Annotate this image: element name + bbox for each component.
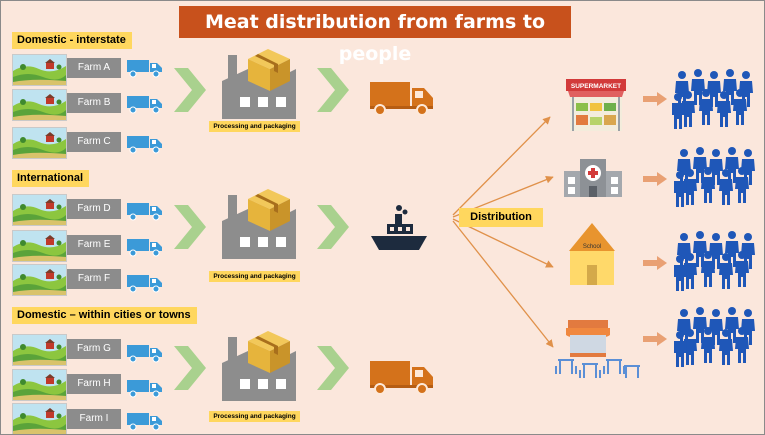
distribution-label: Distribution [459, 208, 543, 227]
chevron-right-icon [317, 205, 349, 254]
factory-icon [218, 187, 300, 264]
arrow-right-icon [643, 92, 667, 111]
section-label-international: International [12, 170, 90, 187]
ship-icon [369, 204, 429, 259]
flow-line-school [452, 218, 554, 268]
hospital-icon [562, 157, 624, 202]
chevron-right-icon [317, 68, 349, 117]
farm-landscape-icon [12, 264, 67, 296]
people-group-icon [673, 231, 758, 296]
people-group-icon [673, 307, 758, 372]
farm-label: Farm G [67, 339, 121, 359]
flow-line-supermarket [452, 116, 551, 216]
truck-icon [127, 201, 163, 226]
farm-landscape-icon [12, 230, 67, 262]
school-icon: School [567, 221, 617, 292]
truck-icon [127, 58, 163, 83]
chevron-right-icon [174, 68, 206, 117]
truck-icon [127, 237, 163, 262]
processing-label: Processing and packaging [209, 271, 300, 282]
factory-icon [218, 47, 300, 124]
chevron-right-icon [174, 346, 206, 395]
farm-label: Farm A [67, 58, 121, 78]
farm-label: Farm F [67, 269, 121, 289]
truck-icon [127, 134, 163, 159]
truck-icon [127, 273, 163, 298]
chevron-right-icon [317, 346, 349, 395]
delivery-truck-icon [370, 359, 434, 400]
people-group-icon [673, 147, 758, 212]
farm-landscape-icon [12, 54, 67, 86]
farm-label: Farm C [67, 132, 121, 152]
factory-icon [218, 329, 300, 406]
arrow-right-icon [643, 332, 667, 351]
farm-landscape-icon [12, 89, 67, 121]
section-label-within-cities: Domestic – within cities or towns [12, 307, 197, 324]
farm-landscape-icon [12, 369, 67, 401]
farm-label: Farm B [67, 93, 121, 113]
processing-label: Processing and packaging [209, 121, 300, 132]
restaurant-icon [554, 316, 644, 387]
arrow-right-icon [643, 172, 667, 191]
diagram-title: Meat distribution from farms to people [179, 6, 571, 65]
truck-icon [127, 378, 163, 403]
processing-label: Processing and packaging [209, 411, 300, 422]
farm-label: Farm I [67, 409, 121, 429]
school-sign: School [583, 244, 601, 250]
people-group-icon [671, 69, 756, 134]
flow-line-restaurant [452, 220, 554, 348]
supermarket-icon: SUPERMARKET [564, 73, 628, 138]
truck-icon [127, 343, 163, 368]
farm-landscape-icon [12, 403, 67, 434]
truck-icon [127, 94, 163, 119]
section-label-interstate: Domestic - interstate [12, 32, 132, 49]
supermarket-sign: SUPERMARKET [571, 83, 621, 90]
chevron-right-icon [174, 205, 206, 254]
farm-landscape-icon [12, 334, 67, 366]
truck-icon [127, 411, 163, 434]
farm-label: Farm H [67, 374, 121, 394]
delivery-truck-icon [370, 80, 434, 121]
farm-landscape-icon [12, 194, 67, 226]
farm-label: Farm E [67, 235, 121, 255]
farm-label: Farm D [67, 199, 121, 219]
farm-landscape-icon [12, 127, 67, 159]
arrow-right-icon [643, 256, 667, 275]
